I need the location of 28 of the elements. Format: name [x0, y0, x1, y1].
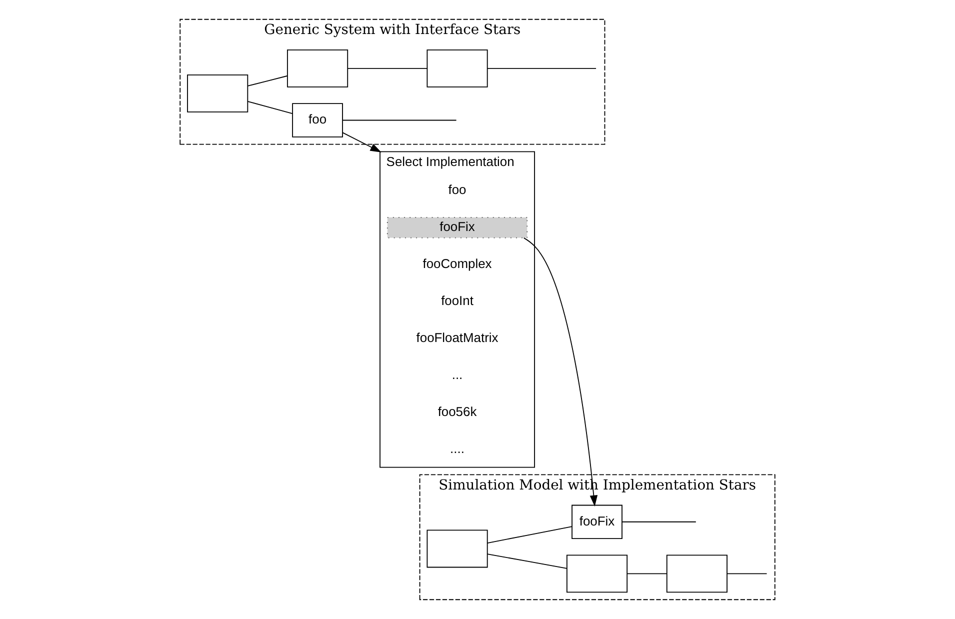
connector — [486, 68, 596, 69]
node-text: fooInt — [441, 293, 474, 308]
node-box — [426, 49, 488, 88]
connector — [626, 573, 668, 574]
node-box — [287, 49, 348, 88]
node-box: foo — [292, 103, 343, 138]
arrow — [342, 132, 382, 152]
node-box: fooFix — [572, 504, 622, 539]
node-box — [187, 74, 248, 112]
node-box — [666, 554, 728, 593]
node-text: fooComplex — [422, 256, 492, 272]
connector — [486, 554, 568, 569]
connector — [622, 521, 696, 522]
connector — [347, 68, 428, 69]
connector — [247, 100, 293, 114]
node-box — [566, 554, 628, 593]
node-text: .... — [450, 441, 464, 456]
node-text: foo56k — [438, 404, 477, 420]
connector — [342, 120, 457, 121]
node-box — [426, 530, 488, 568]
node-text: fooFloatMatrix — [416, 330, 498, 346]
node-text: foo — [448, 182, 466, 198]
connector — [247, 75, 288, 86]
node-text: ... — [452, 367, 463, 382]
connector — [486, 526, 572, 544]
node-box: fooFix — [386, 216, 528, 238]
arrow — [523, 238, 598, 506]
connector — [726, 573, 768, 574]
